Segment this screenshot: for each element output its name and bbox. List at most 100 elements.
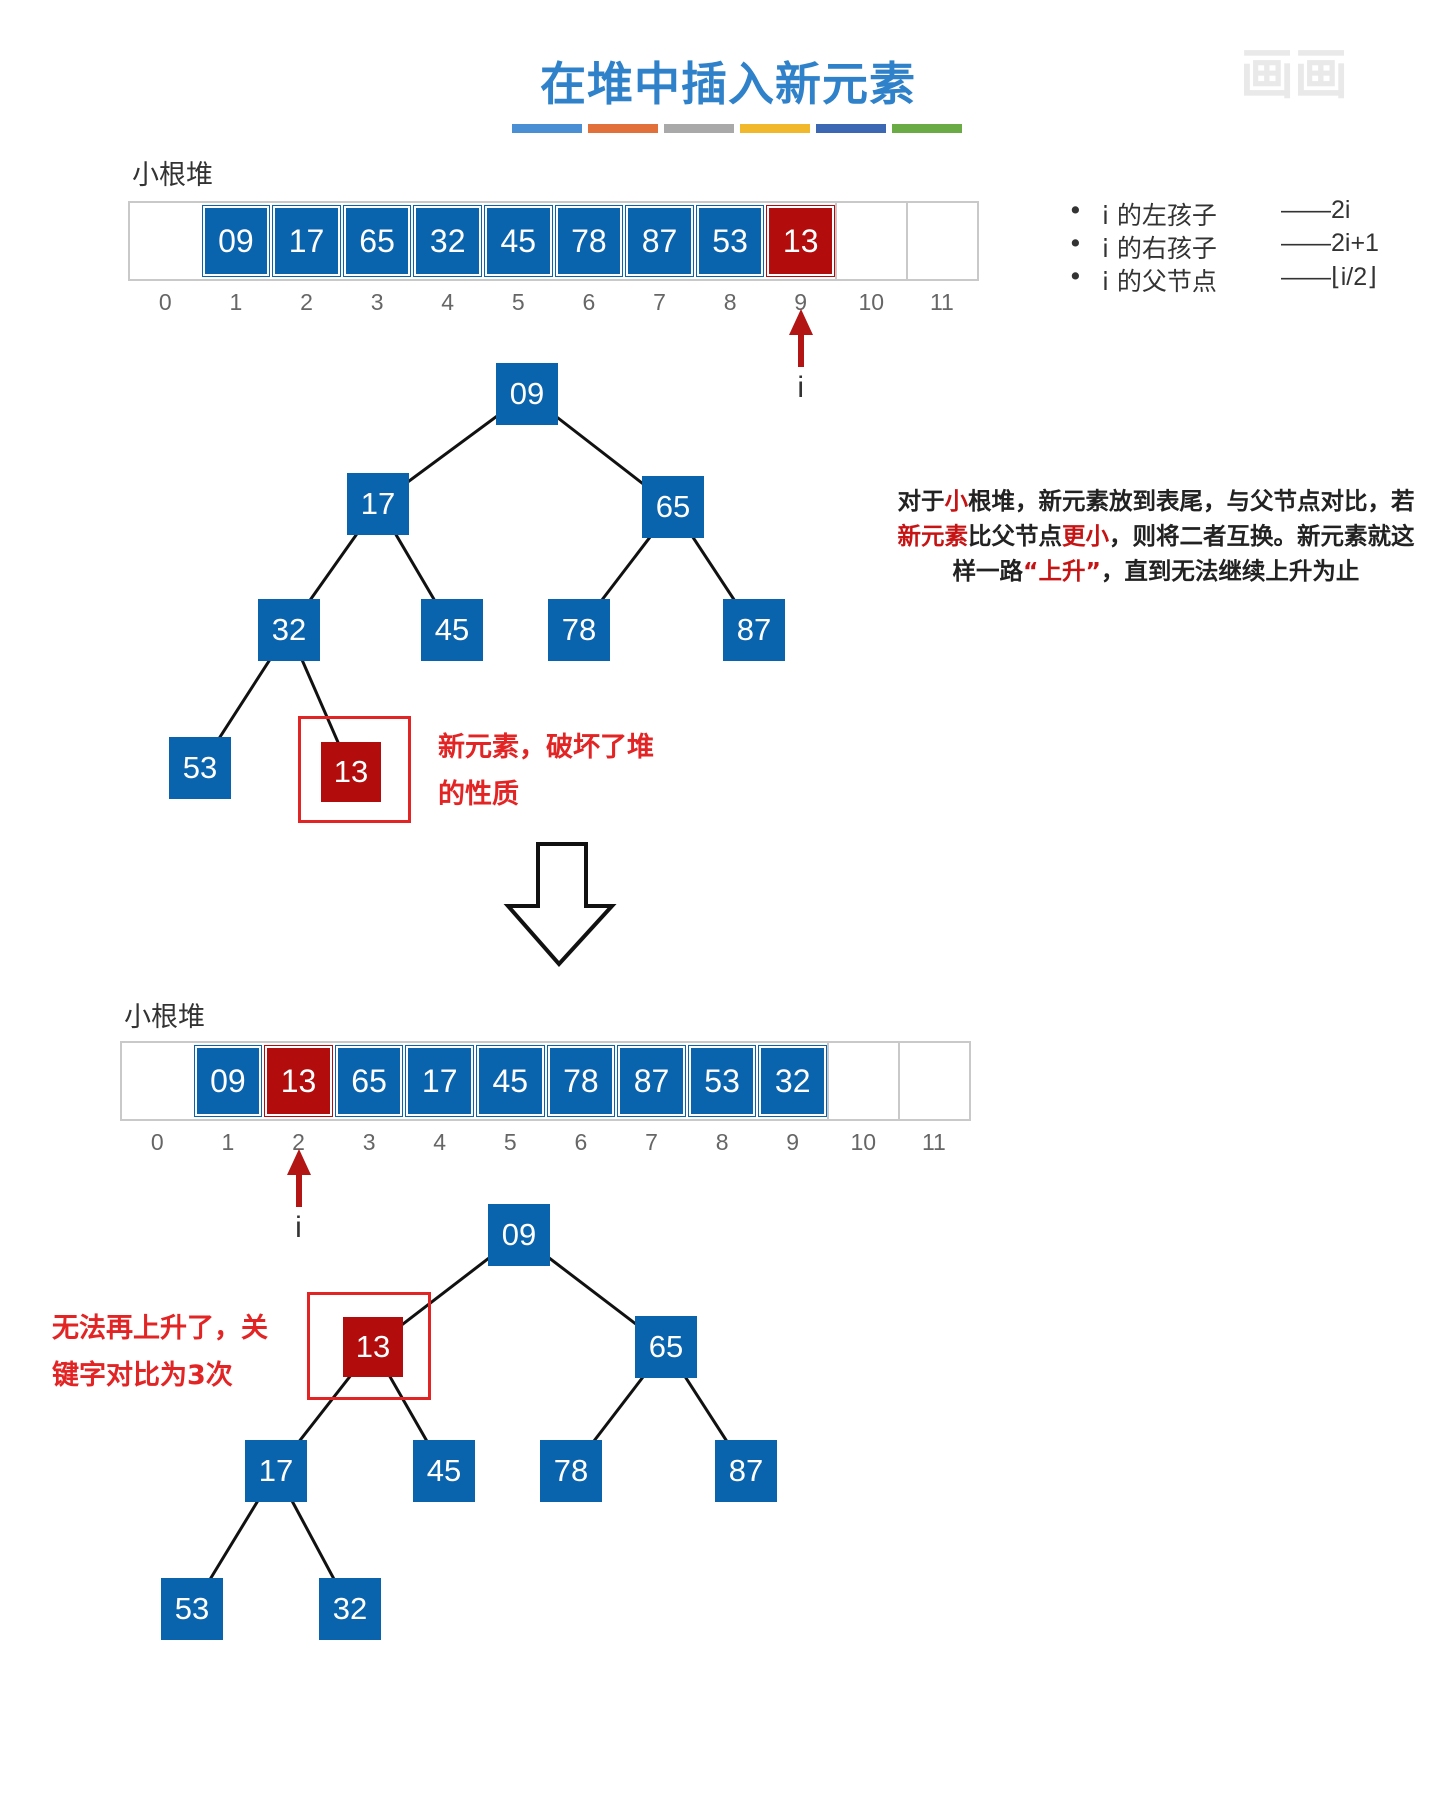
array-index: 2 bbox=[300, 289, 313, 315]
array-cell: 32 bbox=[414, 206, 481, 276]
bullet-icon: • bbox=[1068, 229, 1083, 258]
array-cell: 87 bbox=[626, 206, 693, 276]
explanation-segment: ，直到无法继续上升为止 bbox=[1100, 557, 1360, 585]
array-cell: 17 bbox=[273, 206, 340, 276]
array-cell: 53 bbox=[696, 206, 764, 276]
array-divider bbox=[835, 201, 837, 281]
new-element-highlight bbox=[298, 716, 411, 823]
array-cell: 87 bbox=[618, 1046, 685, 1116]
tree-node: 13 bbox=[343, 1317, 403, 1377]
color-bar-segment bbox=[816, 124, 886, 133]
array-index: 11 bbox=[929, 289, 954, 315]
array-cell: 13 bbox=[767, 206, 834, 276]
array-cell: 65 bbox=[335, 1046, 403, 1116]
array-index: 3 bbox=[370, 289, 384, 315]
array-index: 1 bbox=[229, 289, 243, 315]
array-index: 7 bbox=[653, 289, 666, 315]
array-cell: 78 bbox=[555, 206, 623, 276]
tree-node: 53 bbox=[161, 1578, 223, 1640]
tree-node: 32 bbox=[258, 599, 320, 661]
tree-node: 09 bbox=[496, 363, 558, 425]
pointer-label: i bbox=[797, 371, 805, 404]
explanation-highlight: “上升” bbox=[1023, 557, 1101, 585]
color-bar-segment bbox=[512, 124, 582, 133]
tree-node: 53 bbox=[169, 737, 231, 799]
array-frame bbox=[120, 1041, 972, 1121]
explanation-highlight: 更小 bbox=[1062, 522, 1109, 550]
array-index: 3 bbox=[362, 1129, 376, 1155]
explanation-segment: 对于 bbox=[897, 487, 945, 515]
array-index: 7 bbox=[645, 1129, 658, 1155]
array-cell: 65 bbox=[343, 206, 411, 276]
array-index: 2 bbox=[292, 1129, 305, 1155]
explanation-highlight: 小 bbox=[944, 487, 969, 515]
array-cell: 17 bbox=[406, 1046, 473, 1116]
explanation-segment: ，则将二者互换。新元素就这样一路 bbox=[952, 522, 1415, 585]
tree-node: 87 bbox=[723, 599, 785, 661]
watermark: 画画 bbox=[1240, 43, 1348, 106]
array-cell: 45 bbox=[477, 1046, 544, 1116]
explanation-text: 对于小根堆，新元素放到表尾，与父节点对比，若新元素比父节点更小，则将二者互换。新… bbox=[896, 484, 1416, 589]
array-index: 9 bbox=[794, 289, 808, 315]
note-after-line-2: 键字对比为3次 bbox=[52, 1360, 233, 1391]
array-divider bbox=[827, 1041, 829, 1121]
array-index: 9 bbox=[786, 1129, 800, 1155]
formula-value: ——2i bbox=[1281, 196, 1351, 224]
array-cell: 13 bbox=[265, 1046, 332, 1116]
tree-node: 45 bbox=[421, 599, 483, 661]
down-arrow-icon bbox=[503, 842, 617, 967]
color-bar-segment bbox=[740, 124, 810, 133]
explanation-highlight: 新元素 bbox=[897, 522, 969, 550]
tree-node: 13 bbox=[321, 742, 381, 802]
bullet-icon: • bbox=[1068, 262, 1083, 291]
note-before-line-1: 新元素，破坏了堆 bbox=[438, 732, 654, 763]
formula-value: ——2i+1 bbox=[1281, 229, 1379, 257]
tree-node: 17 bbox=[347, 473, 409, 535]
array-index: 10 bbox=[858, 289, 885, 315]
color-bar-segment bbox=[892, 124, 962, 133]
formula-value: ——⌊i/2⌋ bbox=[1281, 263, 1377, 291]
array-index: 5 bbox=[511, 289, 525, 315]
array-divider bbox=[905, 201, 908, 281]
array-index: 0 bbox=[158, 289, 172, 315]
array-cell: 09 bbox=[202, 206, 270, 276]
formula-label: i 的父节点 bbox=[1102, 267, 1217, 296]
bullet-icon: • bbox=[1068, 196, 1083, 225]
array-index: 4 bbox=[441, 289, 455, 315]
note-before: 新元素，破坏了堆 的性质 bbox=[438, 724, 654, 818]
array-index: 5 bbox=[503, 1129, 517, 1155]
array-index: 4 bbox=[433, 1129, 447, 1155]
array-index: 8 bbox=[715, 1129, 729, 1155]
note-before-line-2: 的性质 bbox=[438, 779, 519, 810]
array-index: 11 bbox=[921, 1129, 946, 1155]
heap-label-before: 小根堆 bbox=[132, 160, 213, 191]
color-bar bbox=[512, 124, 962, 133]
note-after: 无法再上升了，关 键字对比为3次 bbox=[52, 1305, 268, 1399]
array-index: 10 bbox=[850, 1129, 877, 1155]
pointer-arrow-icon bbox=[286, 1149, 311, 1207]
note-after-line-1: 无法再上升了，关 bbox=[52, 1313, 268, 1344]
array-cell: 09 bbox=[194, 1046, 262, 1116]
page-title: 在堆中插入新元素 bbox=[540, 57, 916, 111]
array-cell: 53 bbox=[688, 1046, 756, 1116]
formula-label: i 的右孩子 bbox=[1102, 234, 1217, 263]
array-index: 8 bbox=[723, 289, 737, 315]
tree-node: 78 bbox=[540, 1440, 602, 1502]
tree-node: 17 bbox=[245, 1440, 307, 1502]
array-cell: 32 bbox=[759, 1046, 826, 1116]
tree-node: 09 bbox=[488, 1204, 550, 1266]
array-index: 0 bbox=[150, 1129, 164, 1155]
pointer-label: i bbox=[295, 1211, 302, 1244]
array-index: 6 bbox=[582, 289, 596, 315]
array-index: 6 bbox=[574, 1129, 588, 1155]
tree-node: 78 bbox=[548, 599, 610, 661]
explanation-segment: 根堆，新元素放到表尾，与父节点对比，若 bbox=[968, 487, 1415, 515]
formula-label: i 的左孩子 bbox=[1102, 201, 1217, 230]
tree-node: 65 bbox=[642, 476, 704, 538]
explanation-segment: 比父节点 bbox=[968, 522, 1062, 550]
array-frame bbox=[128, 201, 980, 281]
color-bar-segment bbox=[664, 124, 734, 133]
tree-node: 32 bbox=[319, 1578, 381, 1640]
heap-label-after: 小根堆 bbox=[124, 1002, 205, 1033]
